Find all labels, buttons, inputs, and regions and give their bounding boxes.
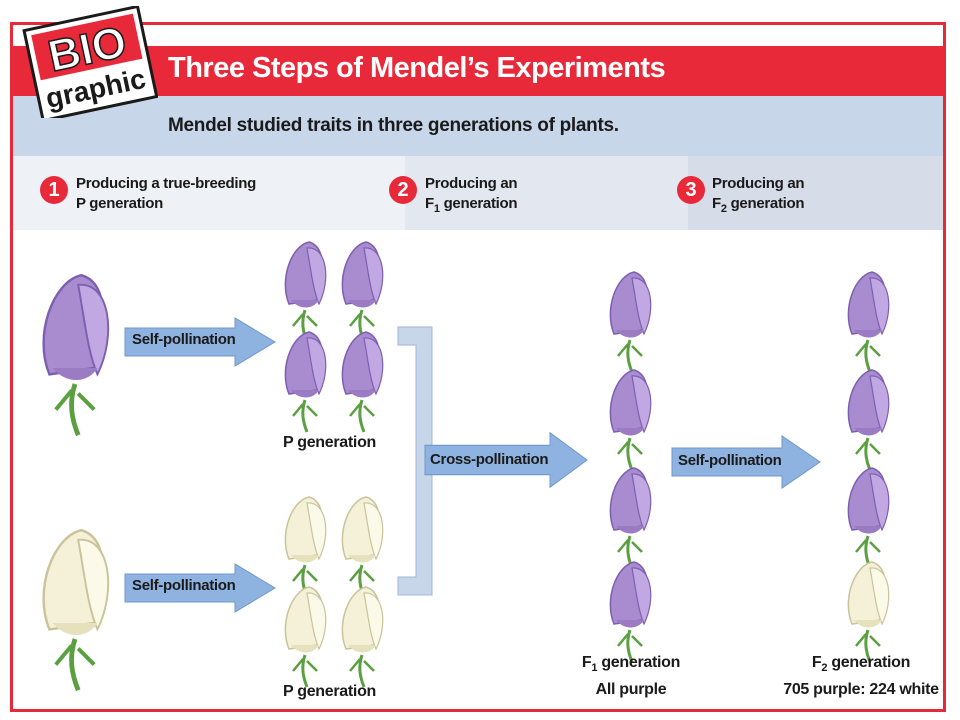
p-gen-purple-flower: [340, 240, 385, 344]
biographic-logo: BIO graphic: [22, 6, 158, 118]
parent-purple-flower: [44, 275, 109, 435]
f1-purple-flower: [608, 270, 653, 374]
step-3-badge: 3: [677, 176, 705, 204]
f1-purple-flower: [608, 368, 653, 472]
self-pollination-label-f1: Self-pollination: [678, 452, 782, 469]
title-bar: [13, 46, 943, 96]
f2-note: 705 purple: 224 white: [783, 681, 939, 699]
f2-generation-label: F2 generation 705 purple: 224 white: [776, 652, 946, 701]
p-gen-purple-flower: [340, 330, 385, 434]
f1-generation-label: F1 generation All purple: [566, 652, 696, 701]
step-band-1: [13, 156, 405, 230]
p-gen-white-flower: [340, 495, 385, 599]
f2-purple-flower: [846, 270, 891, 374]
f2-white-flower: [846, 560, 891, 664]
cross-pollination-label: Cross-pollination: [430, 451, 549, 468]
cross-bracket: [397, 326, 433, 596]
f2-purple-flower: [846, 466, 891, 570]
p-gen-purple-flower: [283, 330, 328, 434]
f1-purple-flower: [608, 466, 653, 570]
p-gen-white-flower: [283, 585, 328, 689]
p-generation-label-top: P generation: [283, 434, 377, 451]
step-band-3: [688, 156, 943, 230]
step-2-badge: 2: [389, 176, 417, 204]
p-gen-white-flower: [283, 495, 328, 599]
p-gen-white-flower: [340, 585, 385, 689]
parent-white-flower: [44, 530, 109, 690]
step-band-2: [405, 156, 688, 230]
step-3-label: Producing an F2 generation: [712, 175, 805, 215]
self-pollination-label-top: Self-pollination: [132, 331, 236, 348]
step-2-label: Producing an F1 generation: [425, 175, 518, 215]
f1-note: All purple: [595, 681, 667, 699]
f2-purple-flower: [846, 368, 891, 472]
figure-subtitle: Mendel studied traits in three generatio…: [168, 115, 619, 136]
p-generation-label-bottom: P generation: [283, 683, 377, 700]
step-1-badge: 1: [40, 176, 68, 204]
self-pollination-label-bottom: Self-pollination: [132, 577, 236, 594]
self-pollination-arrow-f1: [671, 435, 821, 489]
p-gen-purple-flower: [283, 240, 328, 344]
cross-pollination-arrow: [424, 431, 588, 489]
f1-purple-flower: [608, 560, 653, 664]
figure-title: Three Steps of Mendel’s Experiments: [168, 52, 666, 84]
subtitle-bar: [13, 96, 943, 156]
